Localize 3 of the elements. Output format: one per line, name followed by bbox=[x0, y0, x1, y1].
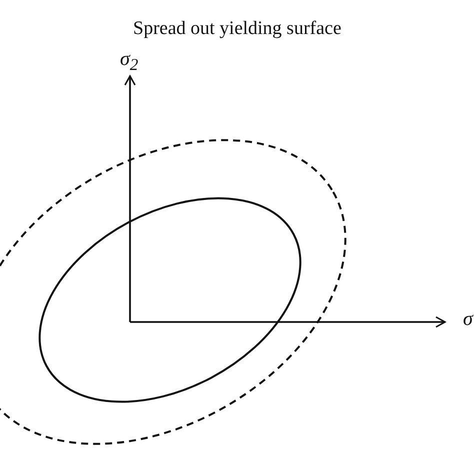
figure-title: Spread out yielding surface bbox=[133, 18, 342, 40]
axis-label: σ$_{2}$ bbox=[120, 48, 138, 75]
axis-label: σ bbox=[463, 308, 473, 331]
